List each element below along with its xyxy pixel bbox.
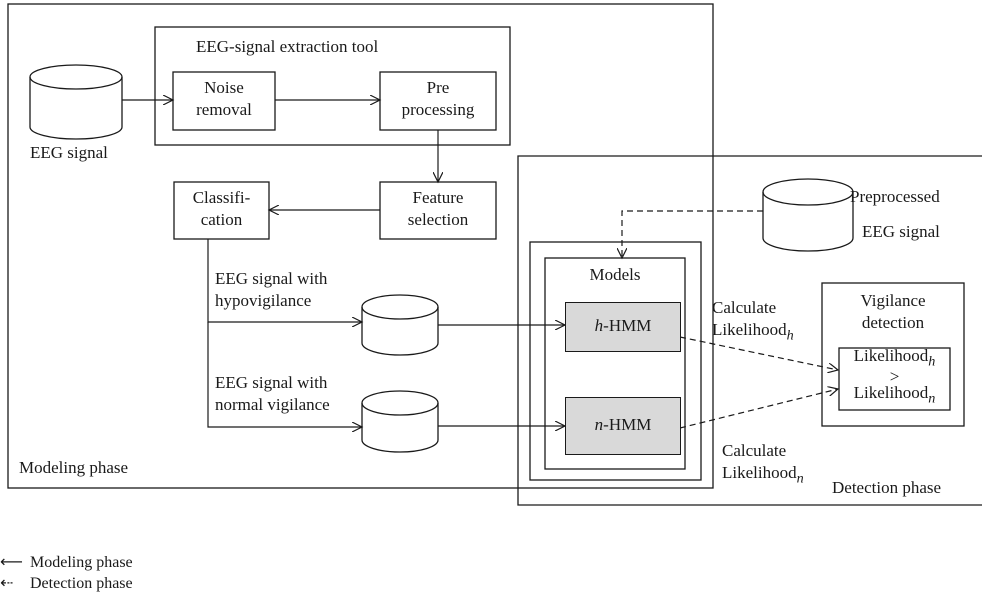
preprocessed-database-icon bbox=[762, 178, 854, 252]
likelihood-compare-label: Likelihoodh > Likelihoodn bbox=[853, 346, 936, 407]
modeling-phase-title: Modeling phase bbox=[19, 458, 129, 477]
models-title: Models bbox=[589, 265, 641, 284]
calculate-likelihood-n-label: Calculate Likelihoodn bbox=[722, 441, 804, 487]
detection-phase-title: Detection phase bbox=[832, 478, 942, 497]
modeling-phase-frame bbox=[7, 3, 714, 489]
dashed-arrow-icon: ⇠ bbox=[0, 573, 14, 592]
preprocessed-label-line2: EEG signal bbox=[862, 222, 940, 241]
h-hmm-box bbox=[565, 302, 681, 352]
preprocessed-label-line1: Preprocessed bbox=[850, 187, 940, 206]
noise-removal-label: Noise removal bbox=[196, 78, 252, 119]
normal-vigilance-label: EEG signal with normal vigilance bbox=[215, 373, 330, 414]
arrow-nhmm-to-compare bbox=[679, 389, 838, 429]
models-outer-box bbox=[529, 241, 702, 481]
vigilance-detection-title: Vigilance detection bbox=[860, 291, 926, 332]
extraction-tool-title: EEG-signal extraction tool bbox=[196, 37, 379, 56]
legend-item-modeling: ⟵Modeling phase bbox=[0, 552, 133, 571]
detection-phase-frame bbox=[517, 155, 982, 506]
classification-label: Classifi- cation bbox=[192, 188, 251, 229]
feature-selection-label: Feature selection bbox=[407, 188, 469, 229]
hypovigilance-database-icon bbox=[361, 294, 439, 356]
hypovigilance-label: EEG signal with hypovigilance bbox=[215, 269, 328, 310]
eeg-signal-label: EEG signal bbox=[30, 143, 108, 162]
n-hmm-box bbox=[565, 397, 681, 455]
calculate-likelihood-h-label: Calculate Likelihoodh bbox=[712, 298, 794, 344]
vigilance-detection-box bbox=[821, 282, 965, 427]
arrow-class-to-normal bbox=[207, 322, 362, 427]
extraction-tool-box bbox=[154, 26, 511, 146]
arrow-preprocessed-to-models bbox=[622, 210, 763, 258]
eeg-signal-database-icon bbox=[29, 64, 123, 140]
normal-vigilance-database-icon bbox=[361, 390, 439, 453]
likelihood-compare-box bbox=[838, 347, 951, 411]
legend: ⟵Modeling phase ⇠Detection phase bbox=[0, 552, 133, 594]
pre-processing-label: Pre processing bbox=[401, 78, 475, 119]
solid-arrow-icon: ⟵ bbox=[0, 552, 23, 571]
h-hmm-label: h-HMM bbox=[594, 316, 652, 335]
legend-item-detection: ⇠Detection phase bbox=[0, 573, 133, 592]
models-inner-box bbox=[544, 257, 686, 470]
arrow-hhmm-to-compare bbox=[679, 336, 838, 370]
n-hmm-label: n-HMM bbox=[594, 415, 652, 434]
